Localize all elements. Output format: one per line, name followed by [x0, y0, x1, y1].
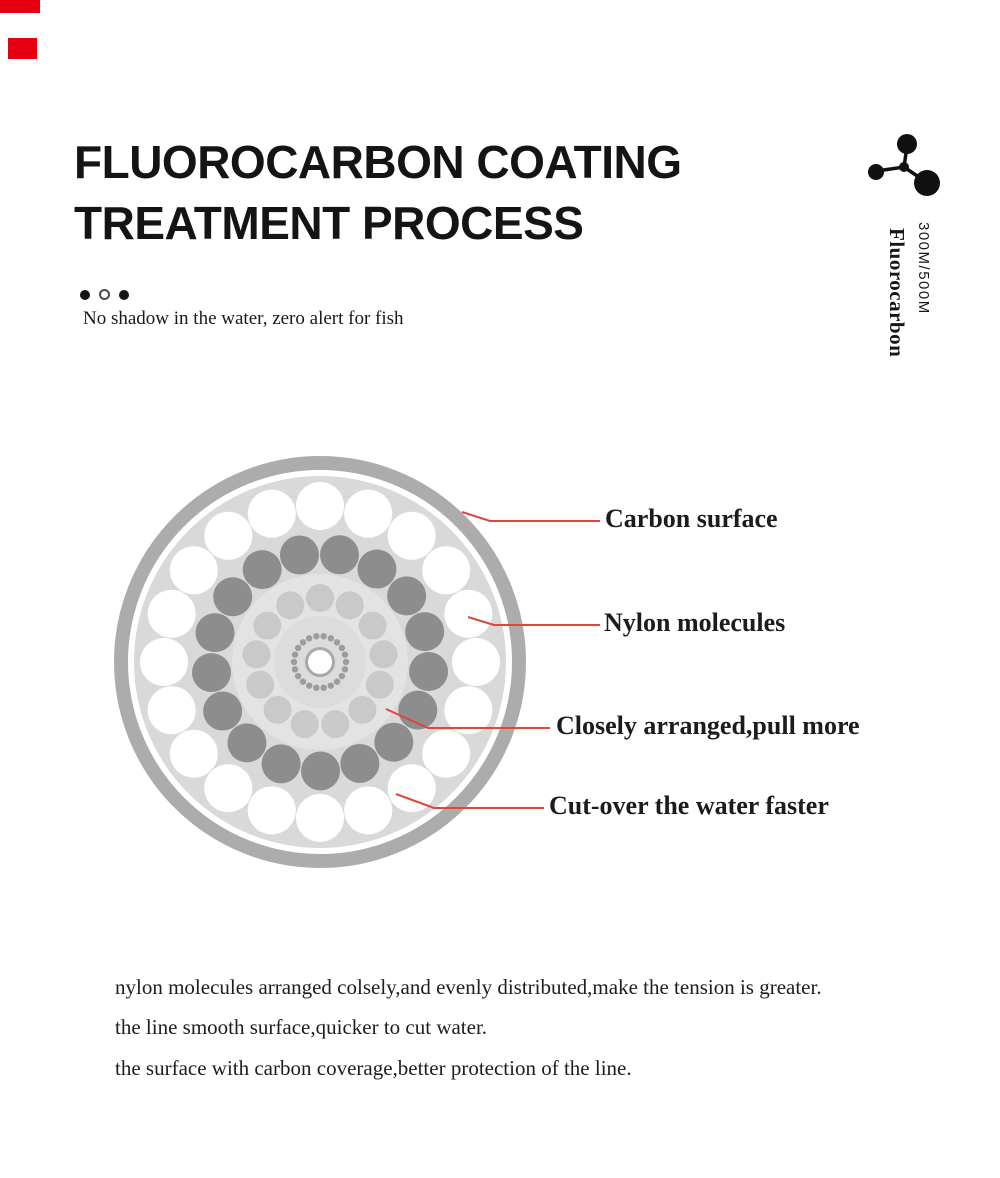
molecule-circle [294, 672, 302, 680]
molecule-circle [320, 684, 327, 691]
molecule-circle [313, 633, 320, 640]
molecule-circle [335, 591, 364, 620]
molecule-circle [333, 639, 341, 646]
molecule-circle [320, 535, 360, 575]
molecule-circle [291, 651, 299, 658]
molecule-circle [369, 640, 398, 669]
molecule-circle [203, 691, 243, 731]
molecule-circle [444, 686, 493, 735]
molecule-circle [246, 670, 275, 699]
molecule-circle [195, 613, 235, 653]
molecule-circle [306, 682, 313, 689]
molecule-circle [299, 639, 307, 646]
molecule-circle [306, 635, 313, 642]
molecule-circle [247, 489, 296, 538]
red-accent-bar-lower [8, 38, 37, 59]
line-cross-section-diagram [114, 456, 526, 868]
subtitle: No shadow in the water, zero alert for f… [83, 308, 404, 329]
molecule-circle [169, 729, 218, 778]
label-cut-over-water: Cut-over the water faster [549, 791, 829, 820]
molecule-circle [341, 666, 349, 673]
molecule-circle [296, 482, 344, 530]
molecule-circle [290, 710, 319, 739]
molecule-circle [409, 652, 449, 692]
label-closely-arranged: Closely arranged,pull more [556, 711, 860, 740]
molecule-circle [358, 611, 387, 640]
molecule-circle [422, 729, 471, 778]
molecule-circle [227, 723, 267, 763]
molecule-circle [247, 786, 296, 835]
molecule-circle [405, 612, 445, 652]
molecule-circle [444, 589, 493, 638]
molecule-circle [452, 638, 500, 686]
dot-solid-icon [80, 289, 90, 300]
molecule-circle [344, 489, 393, 538]
molecule-circle [333, 678, 341, 685]
molecule-circle [253, 611, 282, 640]
molecule-circle [387, 764, 436, 813]
description-paragraph: nylon molecules arranged colsely,and eve… [115, 974, 822, 1095]
description-line-1: nylon molecules arranged colsely,and eve… [115, 975, 822, 999]
molecule-circle [340, 743, 380, 783]
molecule-circle [301, 751, 341, 791]
molecule-circle [365, 670, 394, 699]
molecule-circle [313, 684, 320, 691]
carbon-surface-ring [114, 456, 526, 868]
material-label: Fluorocarbon [885, 228, 909, 358]
molecule-circle [290, 658, 298, 666]
dot-hollow-icon [99, 289, 110, 300]
molecule-circle [306, 584, 334, 612]
molecule-circle [387, 576, 427, 616]
molecule-rings [140, 482, 500, 842]
label-nylon-molecules: Nylon molecules [604, 608, 786, 637]
molecule-circle [276, 591, 305, 620]
molecule-circle [321, 710, 350, 739]
molecule-circle [279, 535, 319, 575]
page-title: FLUOROCARBON COATING TREATMENT PROCESS [74, 132, 682, 254]
molecule-icon [868, 134, 940, 196]
molecule-circle [327, 682, 334, 689]
molecule-circle [338, 644, 346, 652]
decorative-dots [80, 289, 129, 300]
molecule-circle [320, 633, 327, 640]
molecule-circle [348, 695, 377, 724]
dot-solid-icon [119, 289, 129, 300]
molecule-circle [147, 589, 196, 638]
molecule-circle [341, 651, 349, 658]
molecule-circle [357, 549, 397, 589]
molecule-circle [147, 686, 196, 735]
molecule-circle [374, 722, 414, 762]
molecule-circle [242, 640, 271, 669]
molecule-circle [338, 672, 346, 680]
molecule-circle [204, 511, 253, 560]
description-line-2: the line smooth surface,quicker to cut w… [115, 1015, 488, 1040]
length-spec-label: 300M/500M [915, 222, 932, 315]
molecule-circle [263, 695, 292, 724]
molecule-circle [398, 690, 438, 730]
molecule-circle [294, 644, 302, 652]
description-line-3: the surface with carbon coverage,better … [115, 1055, 632, 1080]
label-carbon-surface: Carbon surface [605, 504, 778, 533]
title-line-2: TREATMENT PROCESS [74, 197, 584, 250]
core-circle [305, 647, 335, 677]
molecule-circle [327, 635, 334, 642]
molecule-circle [422, 546, 471, 595]
red-accent-bar-top [0, 0, 40, 13]
title-line-1: FLUOROCARBON COATING [74, 136, 682, 188]
molecule-circle [192, 653, 232, 693]
molecule-circle [204, 764, 253, 813]
molecule-circle [213, 577, 253, 617]
molecule-circle [344, 786, 393, 835]
molecule-circle [291, 666, 299, 673]
molecule-circle [299, 678, 307, 685]
molecule-circle [387, 511, 436, 560]
molecule-circle [242, 550, 282, 590]
molecule-circle [140, 638, 188, 686]
molecule-circle [169, 546, 218, 595]
molecule-circle [261, 744, 301, 784]
molecule-circle [342, 658, 350, 666]
molecule-circle [296, 794, 344, 842]
